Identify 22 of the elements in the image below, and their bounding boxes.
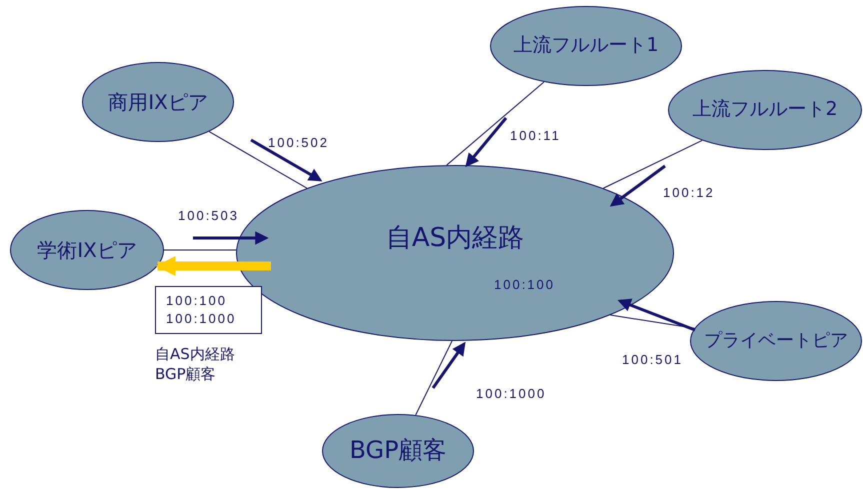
community-label: 100:100 <box>494 277 555 292</box>
caption-text: 自AS内経路 BGP顧客 <box>155 344 236 384</box>
node-label: プライベートピア <box>703 330 849 352</box>
connector-line <box>415 340 452 416</box>
node-label: 上流フルルート2 <box>691 98 839 122</box>
community-label: 100:11 <box>510 128 561 143</box>
community-label: 100:503 <box>178 208 239 223</box>
arrow <box>156 256 271 276</box>
node-label: 学術IXピア <box>36 238 138 262</box>
community-label: 100:1000 <box>476 386 546 401</box>
connector-line <box>208 131 308 189</box>
node-label: 自AS内経路 <box>384 223 526 254</box>
connector-line <box>610 314 695 329</box>
node-label: BGP顧客 <box>348 436 448 465</box>
connector-line <box>602 140 703 189</box>
community-label: 100:502 <box>268 135 329 150</box>
node-label: 上流フルルート1 <box>512 34 660 58</box>
community-label: 100:12 <box>663 185 715 200</box>
connector-line <box>446 81 544 166</box>
community-label: 100:501 <box>622 352 683 367</box>
node-label: 商用IXピア <box>107 90 209 114</box>
community-box: 100:100 100:1000 <box>155 286 262 334</box>
